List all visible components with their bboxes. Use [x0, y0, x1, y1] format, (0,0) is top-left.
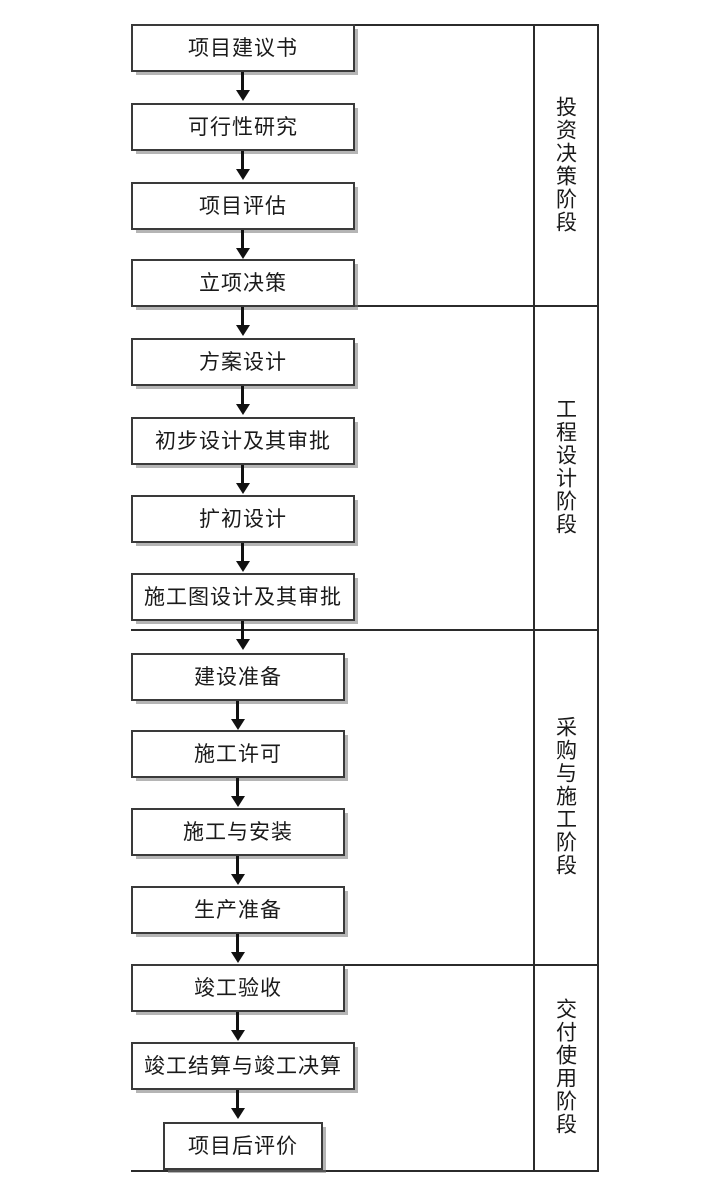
connector-9-to-10 — [236, 701, 239, 721]
connector-3-to-4 — [241, 230, 244, 250]
node-项目建议书[interactable]: 项目建议书 — [131, 24, 355, 72]
arrow-head-2 — [236, 169, 250, 180]
arrow-head-12 — [231, 952, 245, 963]
node-label: 立项决策 — [199, 270, 287, 295]
arrow-head-4 — [236, 325, 250, 336]
connector-7-to-8 — [241, 543, 244, 563]
node-施工许可[interactable]: 施工许可 — [131, 730, 345, 778]
connector-10-to-11 — [236, 778, 239, 798]
frame-bottom-rule — [131, 1170, 598, 1172]
node-扩初设计[interactable]: 扩初设计 — [131, 495, 355, 543]
arrow-head-11 — [231, 874, 245, 885]
node-label: 扩初设计 — [199, 506, 287, 531]
connector-4-to-5 — [241, 307, 244, 327]
node-label: 初步设计及其审批 — [155, 428, 331, 453]
phase-cell-工程设计阶段: 工程设计阶段 — [533, 305, 598, 629]
node-label: 项目后评价 — [188, 1133, 298, 1158]
connector-6-to-7 — [241, 465, 244, 485]
arrow-head-9 — [231, 719, 245, 730]
node-label: 生产准备 — [194, 897, 282, 922]
connector-8-to-9 — [241, 621, 244, 641]
node-label: 竣工验收 — [194, 975, 282, 1000]
node-label: 施工与安装 — [183, 819, 293, 844]
node-竣工结算与竣工决算[interactable]: 竣工结算与竣工决算 — [131, 1042, 355, 1090]
arrow-head-3 — [236, 248, 250, 259]
arrow-head-1 — [236, 90, 250, 101]
node-项目后评价[interactable]: 项目后评价 — [163, 1122, 323, 1170]
node-初步设计及其审批[interactable]: 初步设计及其审批 — [131, 417, 355, 465]
phase-cell-采购与施工阶段: 采购与施工阶段 — [533, 629, 598, 964]
node-label: 施工图设计及其审批 — [144, 584, 342, 609]
frame-top-rule — [131, 24, 598, 26]
frame-divider-phase-3 — [131, 964, 598, 966]
arrow-head-14 — [231, 1108, 245, 1119]
connector-13-to-14 — [236, 1012, 239, 1032]
node-label: 项目评估 — [199, 193, 287, 218]
connector-12-to-13 — [236, 934, 239, 954]
arrow-head-5 — [236, 404, 250, 415]
node-可行性研究[interactable]: 可行性研究 — [131, 103, 355, 151]
node-label: 方案设计 — [199, 349, 287, 374]
phase-cell-投资决策阶段: 投资决策阶段 — [533, 24, 598, 305]
connector-11-to-12 — [236, 856, 239, 876]
node-label: 项目建议书 — [188, 35, 298, 60]
node-项目评估[interactable]: 项目评估 — [131, 182, 355, 230]
arrow-head-13 — [231, 1030, 245, 1041]
connector-14-to-15 — [236, 1090, 239, 1110]
node-生产准备[interactable]: 生产准备 — [131, 886, 345, 934]
frame-divider-phase-1 — [131, 305, 598, 307]
node-施工与安装[interactable]: 施工与安装 — [131, 808, 345, 856]
frame-divider-phase-2 — [131, 629, 598, 631]
connector-5-to-6 — [241, 386, 244, 406]
node-施工图设计及其审批[interactable]: 施工图设计及其审批 — [131, 573, 355, 621]
node-建设准备[interactable]: 建设准备 — [131, 653, 345, 701]
frame-phase-column-left-rule — [533, 24, 535, 1172]
node-竣工验收[interactable]: 竣工验收 — [131, 964, 345, 1012]
node-label: 施工许可 — [194, 741, 282, 766]
node-方案设计[interactable]: 方案设计 — [131, 338, 355, 386]
arrow-head-10 — [231, 796, 245, 807]
phase-label: 投资决策阶段 — [553, 95, 578, 234]
connector-2-to-3 — [241, 151, 244, 171]
phase-label: 采购与施工阶段 — [553, 716, 578, 877]
phase-cell-交付使用阶段: 交付使用阶段 — [533, 964, 598, 1170]
arrow-head-6 — [236, 483, 250, 494]
node-立项决策[interactable]: 立项决策 — [131, 259, 355, 307]
node-label: 可行性研究 — [188, 114, 298, 139]
node-label: 竣工结算与竣工决算 — [144, 1053, 342, 1078]
arrow-head-8 — [236, 639, 250, 650]
connector-1-to-2 — [241, 72, 244, 92]
arrow-head-7 — [236, 561, 250, 572]
frame-phase-column-right-rule — [597, 24, 599, 1172]
phase-label: 工程设计阶段 — [553, 398, 578, 536]
phase-label: 交付使用阶段 — [553, 998, 578, 1136]
node-label: 建设准备 — [194, 664, 282, 689]
